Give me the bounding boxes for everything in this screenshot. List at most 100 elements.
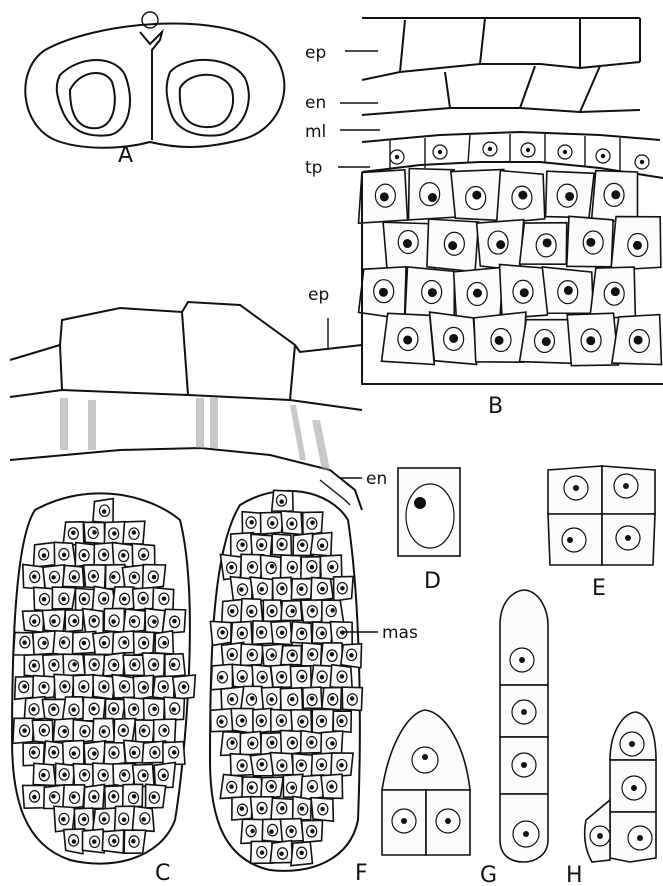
nucleolus: [633, 241, 642, 250]
nucleolus: [142, 773, 147, 778]
nucleolus: [239, 806, 244, 811]
nucleolus: [299, 587, 304, 592]
nucleolus: [329, 784, 334, 789]
panel-label-c: C: [155, 861, 170, 886]
nucleolus: [280, 806, 285, 811]
nucleolus: [92, 795, 97, 800]
nucleolus: [132, 574, 137, 579]
nucleolus: [349, 653, 354, 658]
nucleolus: [473, 289, 482, 298]
nucleolus: [61, 817, 65, 822]
nucleolus: [81, 685, 86, 690]
nucleolus: [52, 662, 57, 667]
nucleolus: [72, 662, 77, 667]
nucleolus: [142, 685, 147, 690]
nucleolus: [300, 675, 305, 680]
nucleolus: [280, 586, 285, 591]
nucleolus: [250, 741, 255, 746]
nucleolus: [230, 653, 235, 658]
nucleolus: [290, 521, 295, 526]
panel-label-g: G: [480, 863, 497, 886]
tapetum-cells: [390, 134, 649, 172]
panel-g-cell-file: G: [480, 590, 548, 886]
nucleolus: [62, 773, 67, 778]
nucleolus: [379, 288, 388, 297]
nucleolus: [62, 684, 67, 689]
nucleolus: [310, 565, 315, 570]
nucleolus: [102, 685, 107, 690]
nucleolus: [259, 806, 264, 811]
nucleolus: [449, 334, 458, 343]
nucleolus: [240, 542, 245, 547]
nucleolus: [152, 619, 157, 624]
nucleolus: [31, 750, 36, 755]
nucleolus: [270, 564, 275, 569]
nucleolus: [91, 574, 96, 579]
panel-f-cell-group: [382, 710, 470, 855]
nucleolus: [162, 596, 167, 601]
nucleolus: [249, 564, 254, 569]
nucleolus: [32, 575, 37, 580]
nucleolus: [82, 772, 87, 777]
nucleolus: [72, 619, 77, 624]
nucleolus: [300, 719, 305, 724]
nucleolus: [102, 597, 107, 602]
nucleolus: [152, 663, 157, 668]
nucleolus: [543, 238, 552, 247]
nucleolus: [111, 575, 116, 580]
panel-e-four-cells: E: [548, 466, 655, 601]
nucleolus: [279, 542, 284, 547]
nucleolus: [310, 608, 315, 613]
nucleolus: [249, 520, 254, 525]
nucleolus: [428, 288, 437, 297]
nucleolus: [428, 193, 437, 202]
label-en-b: en: [305, 93, 326, 113]
nucleolus: [290, 785, 295, 790]
nucleolus: [122, 772, 127, 777]
nucleolus: [162, 773, 167, 778]
nucleolus: [229, 784, 234, 789]
label-ml: ml: [305, 122, 326, 142]
nucleolus: [542, 337, 551, 346]
nucleolus: [290, 740, 295, 745]
nucleolus: [71, 530, 76, 535]
nucleolus: [61, 640, 66, 645]
nucleolus: [565, 192, 574, 201]
nucleolus: [42, 553, 47, 558]
nucleolus: [91, 706, 96, 711]
nucleolus: [280, 763, 285, 768]
nucleolus: [51, 707, 56, 712]
nucleolus: [518, 191, 527, 200]
nucleolus: [42, 641, 47, 646]
nucleolus: [220, 630, 225, 635]
panel-a-anther-cross-section: A: [25, 12, 284, 168]
nucleolus: [152, 707, 157, 712]
nucleolus: [309, 740, 314, 745]
nucleolus: [31, 707, 36, 712]
nucleolus: [132, 706, 137, 711]
nucleolus: [240, 631, 245, 636]
nucleolus: [259, 587, 264, 592]
nucleolus: [122, 597, 127, 602]
nucleolus: [240, 675, 245, 680]
nucleolus: [92, 839, 97, 844]
nucleolus: [122, 817, 127, 822]
nucleolus: [634, 336, 643, 345]
nucleolus: [300, 631, 305, 636]
nucleolus: [240, 718, 245, 723]
nucleolus: [330, 741, 335, 746]
nucleolus: [448, 241, 457, 250]
nucleolus: [339, 719, 344, 724]
nucleolus: [92, 662, 97, 667]
nucleolus: [22, 640, 27, 645]
nucleolus: [92, 751, 97, 756]
nucleolus: [350, 696, 355, 701]
nucleolus: [239, 587, 244, 592]
nucleolus: [72, 575, 77, 580]
nucleolus: [611, 190, 620, 199]
nucleolus: [290, 565, 295, 570]
label-tp: tp: [305, 158, 322, 178]
label-ep-strip: ep: [308, 285, 329, 305]
nucleolus: [141, 597, 146, 602]
